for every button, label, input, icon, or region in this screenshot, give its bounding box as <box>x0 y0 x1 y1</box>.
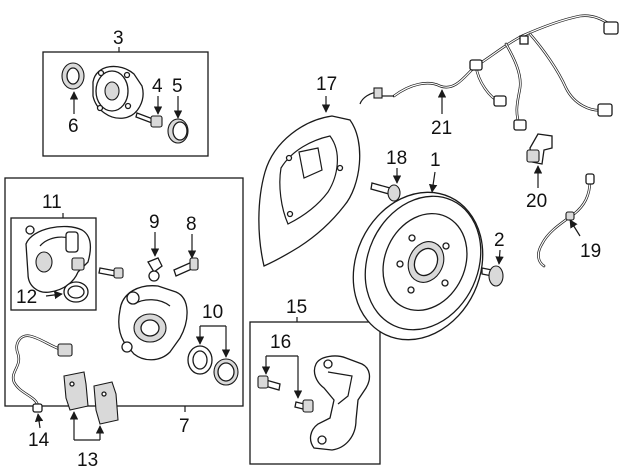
callout-4: 4 <box>152 76 163 97</box>
callout-11: 11 <box>42 192 62 213</box>
callout-18: 18 <box>386 148 407 169</box>
callout-8: 8 <box>186 214 197 235</box>
callout-13: 13 <box>77 450 98 471</box>
hub-group-box <box>42 51 209 157</box>
caliper-group-box <box>4 177 244 407</box>
callout-2: 2 <box>494 230 505 251</box>
brake-pad-right <box>93 381 119 425</box>
caliper-bolt-left <box>98 267 124 279</box>
piston <box>213 358 239 386</box>
rotor-screw <box>481 265 504 287</box>
callout-21: 21 <box>431 118 452 139</box>
callout-15: 15 <box>286 297 307 318</box>
dust-cap <box>167 118 189 144</box>
pad-wear-sensor <box>11 334 73 413</box>
sensor-cable <box>537 173 595 268</box>
brake-rotor <box>352 191 484 341</box>
callout-17: 17 <box>316 74 337 95</box>
guide-pin <box>147 257 163 282</box>
wheel-hub <box>92 65 144 119</box>
callout-1: 1 <box>430 150 441 171</box>
callout-7: 7 <box>179 416 190 437</box>
splash-shield <box>258 115 361 267</box>
brake-pad-left <box>63 371 89 411</box>
bracket-bolt-upper <box>257 375 281 391</box>
bracket-group-box <box>249 321 381 465</box>
bracket-bolt-lower <box>294 399 314 413</box>
wheel-speed-sensor <box>526 133 553 165</box>
bleeder-valve <box>173 257 199 277</box>
callout-6: 6 <box>68 116 79 137</box>
piston-seal <box>187 345 213 375</box>
callout-9: 9 <box>149 212 160 233</box>
callout-10: 10 <box>202 302 223 323</box>
caliper-housing <box>25 225 92 293</box>
wiring-harness <box>359 14 619 131</box>
callout-12: 12 <box>16 287 37 308</box>
caliper-bracket <box>309 355 371 451</box>
caliper-seal <box>63 281 89 303</box>
callout-14: 14 <box>28 430 50 451</box>
callout-16: 16 <box>270 332 291 353</box>
wheel-bearing-ring <box>61 62 85 90</box>
callout-5: 5 <box>172 76 183 97</box>
caliper-body <box>118 285 188 361</box>
callout-19: 19 <box>580 241 601 262</box>
caliper-housing-box <box>10 217 97 311</box>
splash-shield-bolt <box>370 182 401 202</box>
callout-3: 3 <box>113 28 124 49</box>
hub-bolt <box>135 112 163 128</box>
callout-20: 20 <box>526 191 547 212</box>
